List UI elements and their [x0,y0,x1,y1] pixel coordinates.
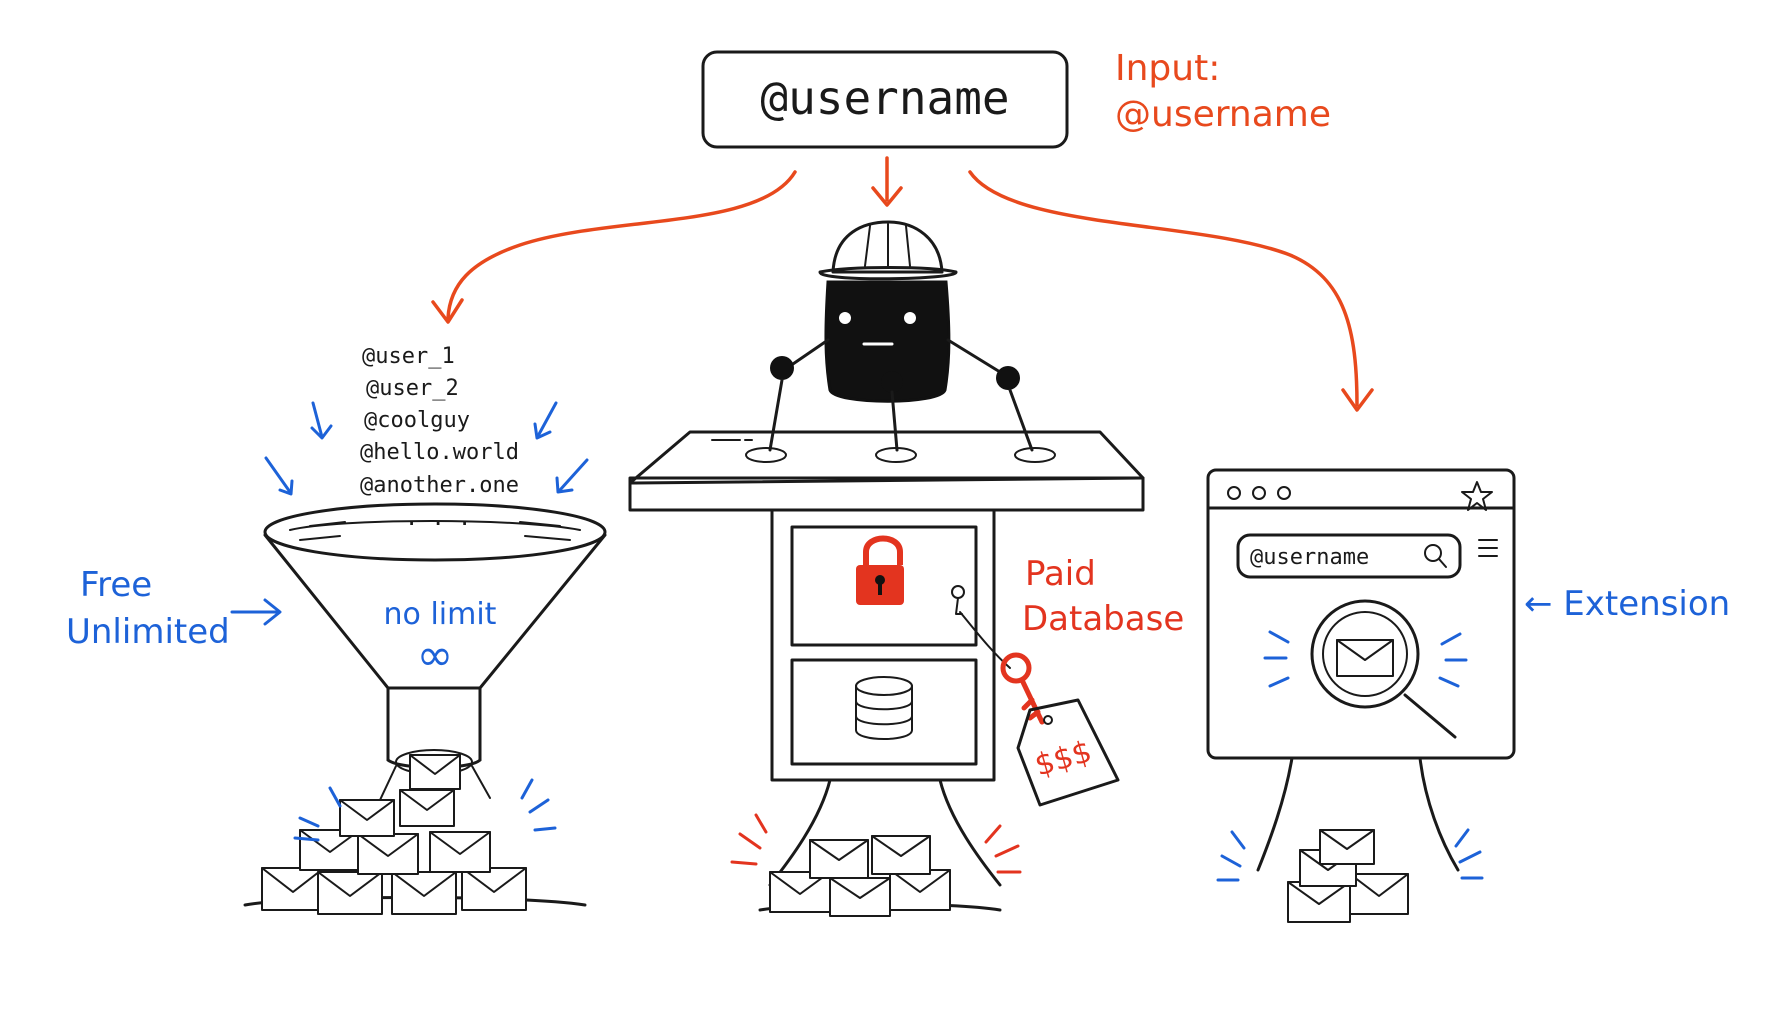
free-envelope-pile [243,754,587,915]
input-note-value: @username [1115,94,1331,135]
arrow-to-free [446,170,797,320]
search-bar[interactable]: @username [1236,533,1462,579]
envelope-icon [889,869,951,911]
key-icon [951,585,1045,725]
database-icon [855,676,913,740]
extension-label-text: ← Extension [1524,584,1730,624]
paid-label-line1: Paid [1025,554,1096,594]
browser-window [1206,468,1516,760]
magnifier-icon [1310,599,1457,739]
envelope-icon [1336,639,1394,677]
funnel-icon [263,502,607,801]
arrowhead-paid [871,186,903,207]
envelope-icon [399,789,455,827]
menu-icon[interactable] [1478,539,1498,557]
paid-envelope-pile [730,813,1022,917]
username-item: @user_2 [366,376,459,401]
envelope-icon [429,831,491,873]
envelope-icon [809,839,869,879]
infinity-symbol: ∞ [417,630,454,681]
paid-label: Paid Database [1022,554,1184,639]
envelope-icon [871,835,931,875]
free-label-line2: Unlimited [66,612,230,652]
free-label-line1: Free [80,565,152,605]
envelope-icon [409,754,461,790]
input-note-title: Input: [1115,48,1220,89]
search-icon [1424,544,1447,568]
lock-icon [856,535,904,605]
envelope-icon [357,833,419,875]
magnifier-rays [1263,630,1468,688]
envelope-icon [317,871,383,915]
flow-arrows [431,156,1374,412]
extension-envelope-pile [1216,756,1484,923]
username-item: @user_1 [362,344,455,369]
paid-label-line2: Database [1022,599,1184,639]
paid-database-desk [628,430,1145,887]
envelope-icon [461,867,527,911]
envelope-icon [339,799,395,837]
extension-label: ← Extension [1524,584,1730,624]
input-box-text: @username [760,71,1009,125]
arrow-to-extension [968,170,1359,407]
username-ellipsis: . . . [405,506,471,531]
username-item: @hello.world [360,440,519,465]
envelope-icon [391,871,457,915]
inflow-arrows [264,401,589,496]
price-tag-text: $$$ [1031,734,1096,783]
arrowhead-free [431,298,464,324]
free-label: Free Unlimited [66,565,282,652]
username-item: @another.one [360,473,519,498]
search-bar-text: @username [1250,545,1369,570]
envelope-icon [1287,881,1351,923]
arrowhead-extension [1341,388,1374,412]
funnel-no-limit-text: no limit [384,597,497,632]
username-item: @coolguy [364,408,470,433]
envelope-icon [1319,829,1375,865]
envelope-icon [829,877,891,917]
robot-icon [745,220,1056,463]
username-list: @user_1 @user_2 @coolguy @hello.world @a… [360,344,519,531]
star-icon [1461,481,1493,511]
envelope-icon [261,867,325,911]
input-note: Input: @username [1115,48,1331,135]
input-box: @username [701,50,1069,149]
envelope-icon [1349,873,1409,915]
